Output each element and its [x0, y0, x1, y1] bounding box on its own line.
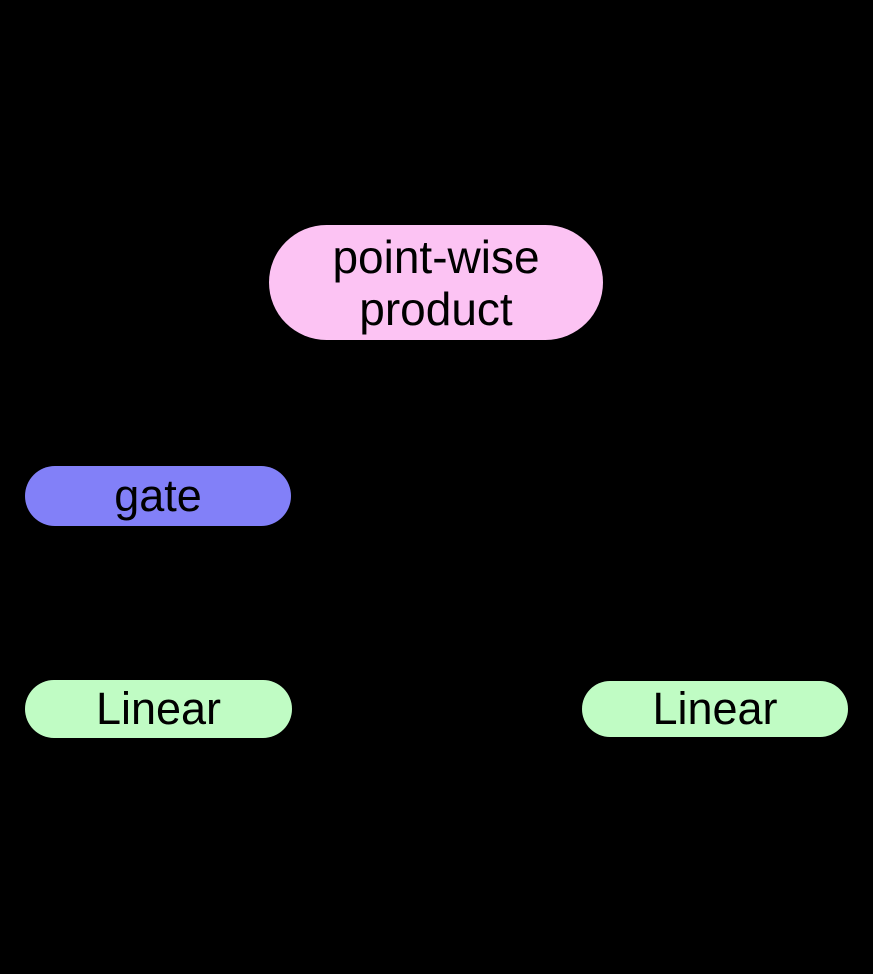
- node-linear-right: Linear: [582, 681, 848, 737]
- node-pointwise-product-label-line1: point-wise: [332, 230, 540, 283]
- node-linear-left-label: Linear: [95, 683, 222, 734]
- node-gate: gate: [25, 466, 291, 526]
- node-linear-right-label: Linear: [652, 683, 778, 734]
- node-gate-label: gate: [114, 470, 202, 521]
- node-pointwise-product: point-wise product: [269, 225, 603, 340]
- node-linear-left: Linear: [25, 680, 292, 738]
- node-pointwise-product-label-line2: product: [359, 282, 513, 335]
